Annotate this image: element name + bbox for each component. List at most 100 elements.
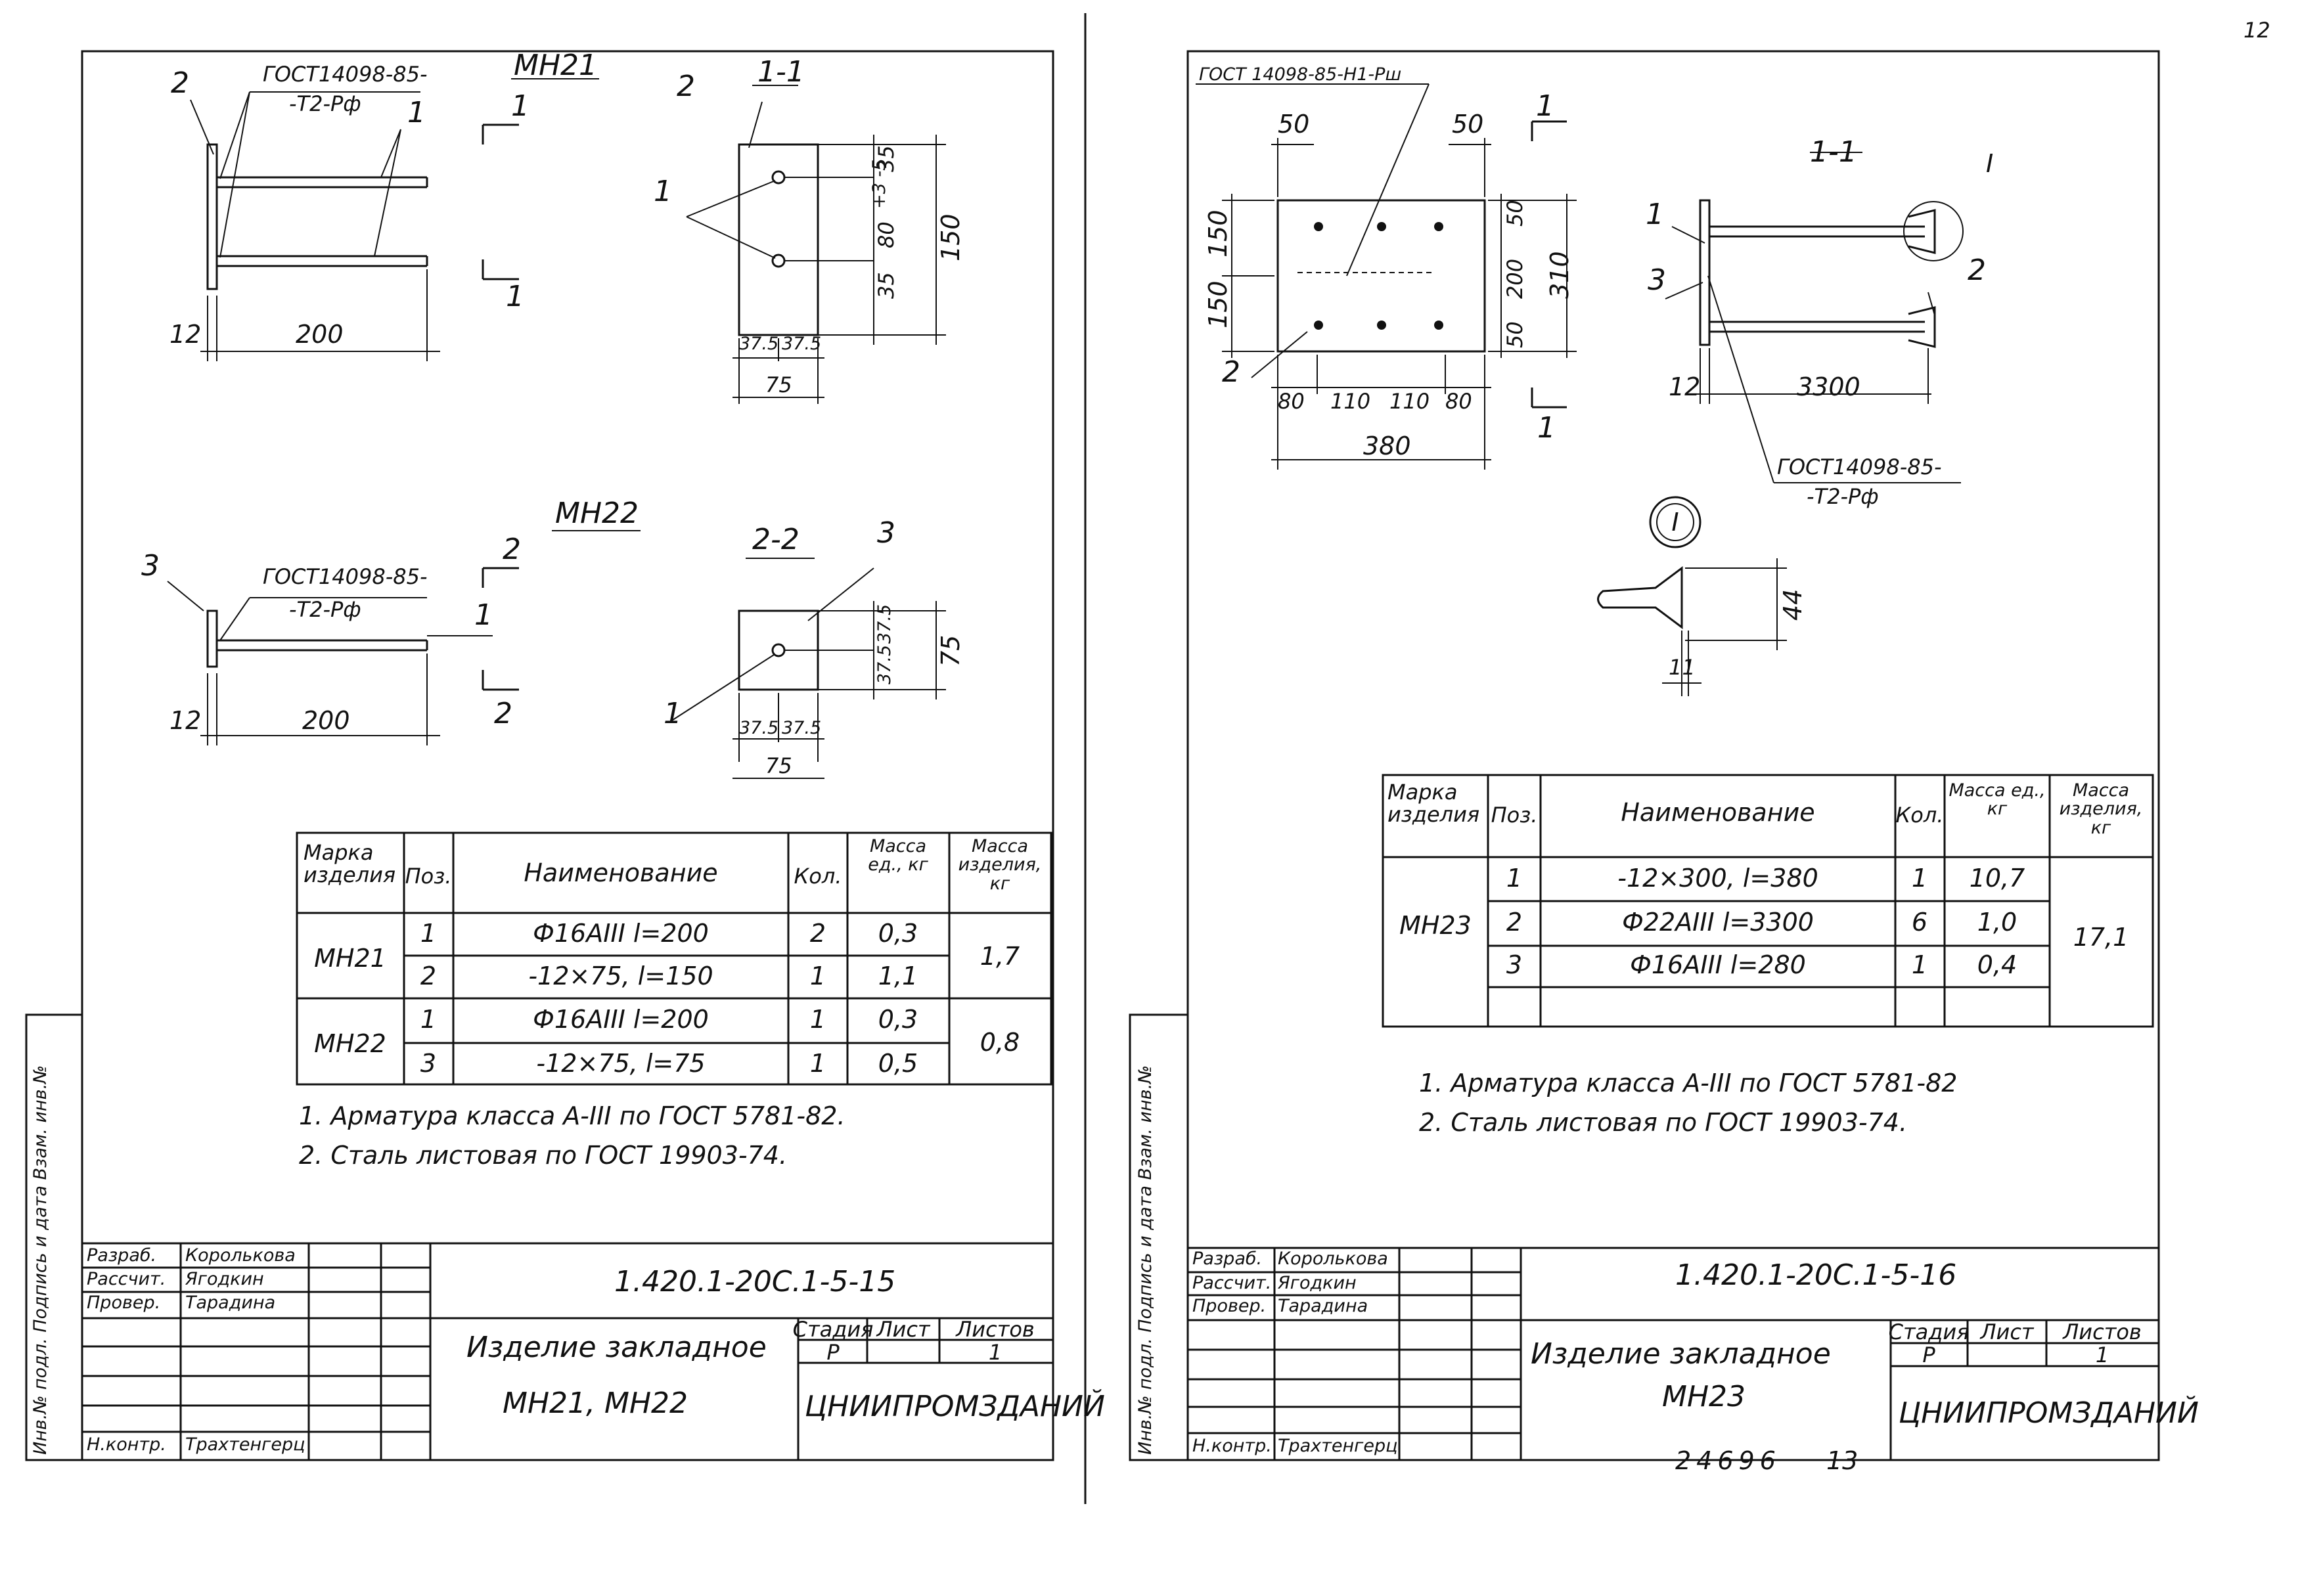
sec22-dim-75: 75 [936,634,965,667]
lt-r2-name: Ф16АIII l=200 [533,1005,709,1034]
left-role-1: Рассчит. [87,1269,166,1289]
lt-r0-qty: 2 [809,919,826,948]
rt-r1-name: Ф22АIII l=3300 [1622,908,1814,937]
sec11-pos1: 1 [654,175,672,208]
lt-h-unit: Масса ед., кг [868,836,928,876]
lt-r0-name: Ф16АIII l=200 [533,919,709,948]
detail-dim-11: 11 [1669,655,1696,680]
r-sec11-dim-12: 12 [1669,372,1701,401]
rt-h-qty: Кол. [1895,803,1944,828]
plate-cut1-bottom: 1 [1537,411,1556,445]
right-role-5: Н.контр. [1192,1436,1272,1456]
left-frame [81,50,1054,1461]
rt-h-mark: Марка изделия [1387,780,1480,827]
left-role-2: Провер. [87,1293,161,1313]
lt-r3-name: -12×75, l=75 [536,1049,706,1078]
lt-h-pos: Поз. [405,864,452,889]
right-note-2: 2. Сталь листовая по ГОСТ 19903-74. [1419,1108,1908,1137]
mh21-weld-note: ГОСТ14098-85- [263,62,428,87]
mh21-dim-200: 200 [296,320,344,349]
mh22-dim-200: 200 [302,706,350,735]
lt-r3-pos: 3 [420,1049,437,1078]
sec11-dim-80-tol: +3 -5 [869,159,890,209]
left-stamp-title1: Изделие закладное [466,1331,767,1364]
rt-r0-mark: МН23 [1399,911,1472,940]
rt-r0-name: -12×300, l=380 [1617,864,1818,893]
sec22-dim-375d: 37.5 [782,718,822,738]
r-sec11-title: 1-1 [1810,135,1857,169]
lt-r1-qty: 1 [809,962,826,990]
plate-dim-50-bottom-r: 50 [1502,321,1527,348]
left-stamp-title2: МН21, МН22 [503,1386,688,1420]
detail-dim-44: 44 [1778,588,1807,621]
r-sec11-pos3: 3 [1648,263,1666,297]
left-name-1: Ягодкин [185,1269,264,1289]
mh22-cut2-top: 2 [503,533,521,566]
lt-r1-unit: 1,1 [878,962,918,990]
r-sec11-pos2: 2 [1968,254,1986,287]
rt-r0-total: 17,1 [2073,923,2129,952]
detail-I-label: I [1671,508,1679,537]
left-name-5: Трахтенгерц [185,1434,305,1455]
sec22-pos1: 1 [664,697,682,730]
mh22-dim-12: 12 [169,706,202,735]
lt-r2-unit: 0,3 [878,1005,918,1034]
lt-h-qty: Кол. [794,864,842,889]
left-name-2: Тарадина [185,1293,276,1313]
left-title-block [82,1242,1053,1460]
left-mh21-elevation [190,78,599,361]
r-weld-note-2: -Т2-Рф [1807,484,1879,509]
right-title-block [1188,1247,2159,1460]
lt-h-total: Масса изделия, кг [958,836,1042,894]
lt-r2-qty: 1 [809,1005,826,1034]
mh21-dim-12: 12 [169,320,202,349]
plate-dim-150-bottom: 150 [1204,280,1232,328]
rt-h-pos: Поз. [1491,803,1538,828]
rt-r2-unit: 0,4 [1977,950,2017,979]
lt-h-name: Наименование [524,858,718,887]
r-sec11-pos1: 1 [1646,198,1664,231]
lt-r1-name: -12×75, l=150 [528,962,713,990]
mh21-pos1: 1 [407,96,426,129]
right-stamp-title2: МН23 [1662,1380,1746,1413]
right-name-2: Тарадина [1278,1296,1368,1316]
mh21-pos2: 2 [171,66,189,100]
right-name-5: Трахтенгерц [1278,1436,1398,1456]
left-sheet-h: Лист [876,1317,930,1342]
right-role-0: Разраб. [1192,1249,1263,1269]
mh21-cut1-bottom: 1 [506,280,524,313]
lt-r2-pos: 1 [420,1005,437,1034]
sec11-title: 1-1 [757,55,805,89]
left-stamp-code: 1.420.1-20С.1-5-15 [614,1265,896,1298]
mh21-weld-note-2: -Т2-Рф [289,91,361,116]
plate-rod-marks [1314,222,1443,330]
right-side-strip [1129,1013,1189,1461]
r-weld-note: ГОСТ14098-85- [1777,454,1942,479]
sec11-dim-375b: 37.5 [782,334,822,354]
lt-r0-total: 1,7 [980,942,1020,971]
right-name-1: Ягодкин [1278,1273,1357,1293]
left-stage-h: Стадия [792,1317,874,1342]
plate-stud-weld-note: ГОСТ 14098-85-Н1-Рш [1199,64,1402,85]
right-sheets: 1 [2095,1342,2109,1367]
plate-dim-150-top: 150 [1204,210,1232,257]
right-name-0: Королькова [1278,1249,1388,1269]
rt-h-total: Масса изделия, кг [2059,780,2143,838]
mh22-title: МН22 [555,497,639,530]
plate-dim-50-top-r: 50 [1502,200,1527,227]
left-sheets: 1 [988,1340,1003,1365]
plate-dim-50-left: 50 [1278,110,1310,139]
sec11-pos2: 2 [677,70,695,103]
left-section-1-1 [686,85,946,404]
plate-dim-310: 310 [1545,251,1574,299]
left-note-2: 2. Сталь листовая по ГОСТ 19903-74. [299,1141,788,1170]
right-org: ЦНИИПРОМЗДАНИЙ [1899,1396,2199,1430]
page-number: 12 [2243,18,2270,43]
mh22-cut2-bottom: 2 [494,697,512,730]
left-spec-table [296,831,1052,1086]
sec22-title: 2-2 [752,523,800,556]
lt-r2-mark: МН22 [314,1029,386,1058]
right-stage: Р [1922,1342,1935,1367]
